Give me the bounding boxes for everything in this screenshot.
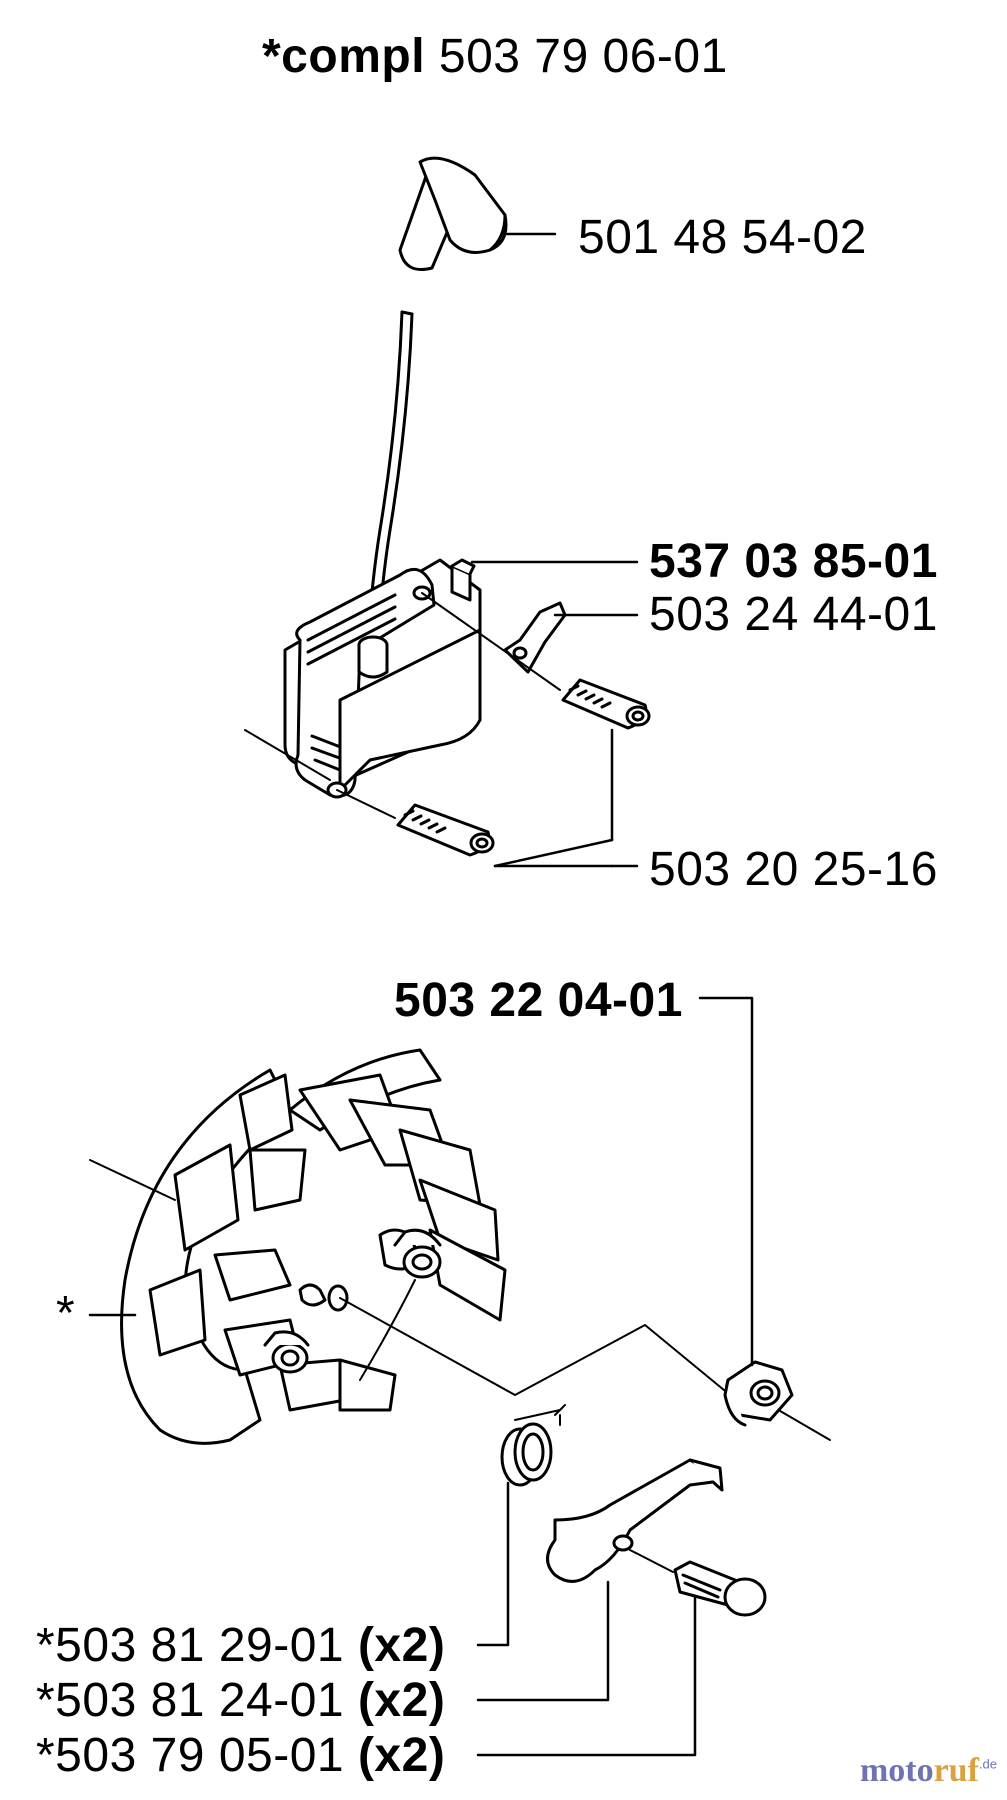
axis-line-spring2: [554, 1404, 566, 1416]
pawl: [546, 1458, 724, 1583]
axis-line-upper: [244, 729, 331, 781]
axis-line-flywheel-left: [89, 1159, 176, 1201]
label-flywheel-nut: 503 22 04-01: [394, 974, 683, 1027]
spring-qty: (x2): [357, 1619, 446, 1672]
label-ignition-module: 537 03 85-01: [649, 535, 938, 588]
spring-ring: [500, 1422, 553, 1487]
watermark-logo: motoruf.de: [860, 1752, 997, 1790]
axis-line-spring: [514, 1409, 561, 1421]
ignition-module: [283, 558, 482, 799]
label-spark-cap: 501 48 54-02: [578, 211, 867, 264]
spark-plug-boot: [398, 156, 508, 271]
screw-lower: [336, 789, 495, 857]
page-title: *compl 503 79 06-01: [262, 33, 728, 81]
leader-spring: [476, 1481, 510, 1647]
title-prefix: *compl: [262, 30, 426, 83]
watermark-part2: ruf: [933, 1752, 979, 1789]
label-screws: 503 20 25-16: [649, 843, 938, 896]
watermark-part1: moto: [859, 1752, 934, 1789]
flywheel-nut: [723, 1360, 794, 1427]
leader-screws-lower: [493, 838, 614, 868]
leader-pawl: [476, 1580, 610, 1702]
connector-clip: [503, 601, 567, 674]
pawl-number: *503 81 24-01: [36, 1674, 345, 1727]
title-number: 503 79 06-01: [438, 30, 728, 83]
leader-flywheel-nut: [698, 996, 754, 1367]
label-spring: *503 81 29-01 (x2): [36, 1622, 445, 1670]
leader-pin: [476, 1596, 697, 1757]
label-pawl: *503 81 24-01 (x2): [36, 1677, 445, 1725]
watermark-suffix: .de: [978, 1756, 997, 1772]
axis-line-flywheel-right: [339, 1297, 731, 1396]
flywheel: [120, 1048, 507, 1445]
pawl-qty: (x2): [357, 1674, 446, 1727]
axis-line-flywheel-end: [774, 1407, 831, 1441]
screw-upper: [421, 592, 651, 730]
pin-qty: (x2): [357, 1729, 446, 1782]
pin: [629, 1549, 767, 1617]
spring-number: *503 81 29-01: [36, 1619, 345, 1672]
label-connector: 503 24 44-01: [649, 588, 938, 641]
label-pin: *503 79 05-01 (x2): [36, 1732, 445, 1780]
label-flywheel-marker: *: [56, 1287, 76, 1340]
pin-number: *503 79 05-01: [36, 1729, 345, 1782]
